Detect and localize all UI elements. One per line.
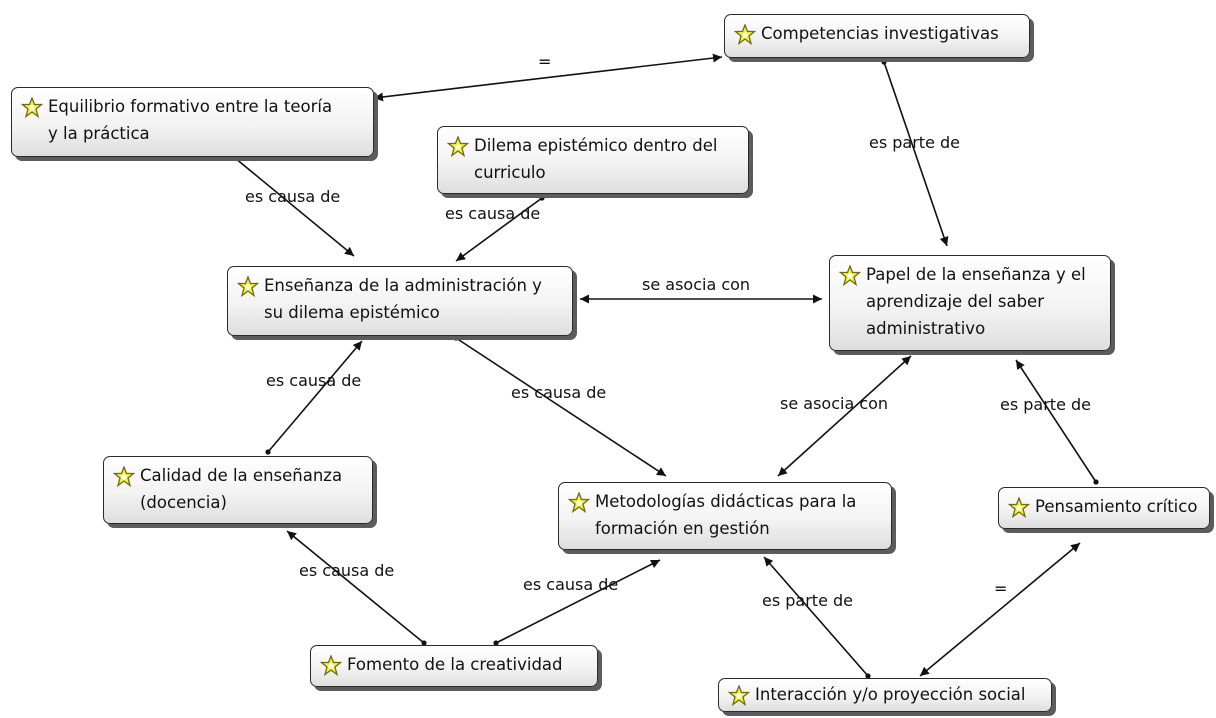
node-label: Competencias investigativas	[761, 24, 999, 43]
concept-star-icon	[839, 265, 861, 287]
node-ensenanza-administracion[interactable]: Enseñanza de la administración y su dile…	[227, 266, 573, 336]
edge-origin-dot	[453, 335, 459, 341]
edge-label-e11: es causa de	[523, 575, 619, 594]
edge-label-e4: es causa de	[445, 204, 541, 223]
node-metodologias-didacticas[interactable]: Metodologías didácticas para la formació…	[558, 482, 892, 550]
edge-line-e7	[455, 337, 667, 477]
concept-star-icon	[734, 24, 756, 46]
edge-line-e1	[373, 53, 723, 102]
edge-label-e1: =	[538, 52, 552, 71]
concept-star-icon	[1008, 497, 1030, 519]
edge-origin-dot	[881, 59, 887, 65]
edge-line-e2	[883, 61, 949, 247]
node-label: Metodologías didácticas para la formació…	[595, 492, 857, 538]
edge-label-e10: es causa de	[299, 561, 395, 580]
edge-label-e5: se asocia con	[642, 275, 751, 294]
edge-origin-dot	[493, 640, 499, 646]
edge-label-e12: es parte de	[762, 591, 854, 610]
node-label: Equilibrio formativo entre la teoría y l…	[48, 97, 333, 143]
concept-star-icon	[728, 685, 750, 707]
edge-line-e4	[455, 197, 543, 262]
node-pensamiento-critico[interactable]: Pensamiento crítico	[998, 487, 1210, 529]
concept-star-icon	[568, 492, 590, 514]
edge-label-e9: es parte de	[1000, 395, 1092, 414]
concept-star-icon	[447, 136, 469, 158]
edge-line-e13	[919, 542, 1081, 677]
node-label: Pensamiento crítico	[1035, 497, 1198, 516]
node-papel-ensenanza[interactable]: Papel de la enseñanza y el aprendizaje d…	[829, 255, 1111, 351]
edge-origin-dot	[539, 195, 545, 201]
node-competencias-investigativas[interactable]: Competencias investigativas	[724, 14, 1030, 58]
node-label: Interacción y/o proyección social	[755, 685, 1026, 704]
edge-label-e13: =	[994, 579, 1008, 598]
edge-line-e9	[1015, 359, 1097, 483]
edge-origin-dot	[265, 449, 271, 455]
node-label: Enseñanza de la administración y su dile…	[264, 276, 542, 322]
edge-label-e8: se asocia con	[780, 394, 889, 413]
node-fomento-creatividad[interactable]: Fomento de la creatividad	[310, 645, 598, 687]
node-label: Fomento de la creatividad	[347, 655, 563, 674]
edge-line-e12	[763, 556, 869, 677]
edge-line-e3	[234, 157, 355, 257]
edge-label-e7: es causa de	[511, 383, 607, 402]
node-label: Calidad de la enseñanza (docencia)	[140, 466, 343, 512]
edge-label-e6: es causa de	[266, 371, 362, 390]
node-equilibrio-formativo[interactable]: Equilibrio formativo entre la teoría y l…	[11, 87, 374, 157]
node-calidad-ensenanza[interactable]: Calidad de la enseñanza (docencia)	[103, 456, 373, 524]
node-label: Papel de la enseñanza y el aprendizaje d…	[866, 265, 1086, 338]
edge-line-e10	[286, 530, 425, 644]
edge-label-e3: es causa de	[245, 187, 341, 206]
concept-star-icon	[21, 97, 43, 119]
edge-line-e8	[777, 355, 912, 477]
edge-origin-dot	[1093, 479, 1099, 485]
edge-origin-dot	[421, 640, 427, 646]
edge-line-e6	[267, 340, 363, 453]
node-interaccion-proyeccion-social[interactable]: Interacción y/o proyección social	[718, 678, 1052, 712]
edge-origin-dot	[865, 673, 871, 679]
edge-label-e2: es parte de	[869, 133, 961, 152]
edge-line-e11	[495, 559, 661, 644]
node-dilema-epistemico-curriculo[interactable]: Dilema epistémico dentro del curriculo	[437, 126, 749, 194]
concept-star-icon	[320, 655, 342, 677]
node-label: Dilema epistémico dentro del curriculo	[474, 136, 718, 182]
concept-star-icon	[113, 466, 135, 488]
concept-star-icon	[237, 276, 259, 298]
